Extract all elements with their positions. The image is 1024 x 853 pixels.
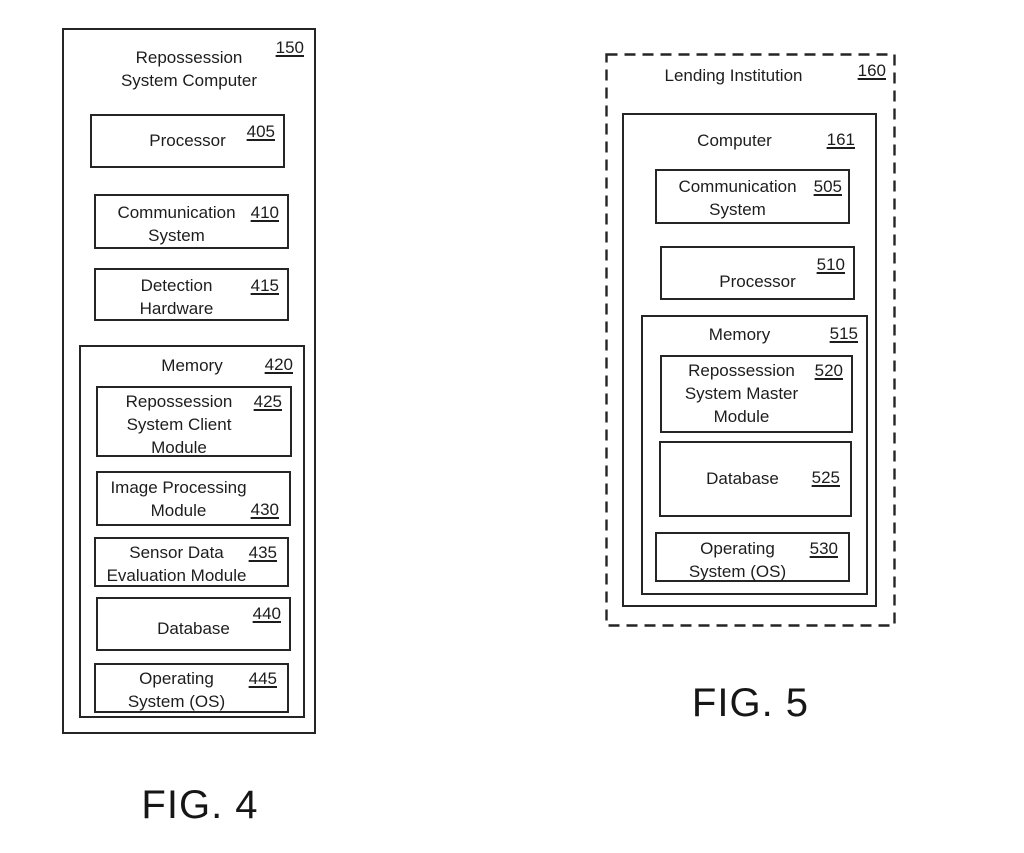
fig5-ref-515: 515: [829, 324, 858, 343]
fig5-processor-box: Processor 510: [660, 246, 855, 300]
fig5-memory-header: Memory: [643, 323, 866, 346]
fig4-database-box: Database 440: [96, 597, 291, 651]
fig4-communication-system-box: Communication System 410: [94, 194, 289, 249]
fig4-ref-445: 445: [248, 669, 277, 688]
fig4-memory-label: Memory: [161, 356, 223, 375]
fig5-ref-525: 525: [811, 468, 840, 487]
fig5-outer-box-label: Lending Institution: [664, 66, 803, 85]
fig4-ref-410: 410: [250, 203, 279, 222]
fig4-os-label: Operating System (OS): [127, 669, 226, 711]
fig4-detection-hardware-box: Detection Hardware 415: [94, 268, 289, 321]
fig5-processor-label: Processor: [719, 272, 796, 291]
dashed-border: [605, 53, 896, 627]
fig4-outer-box-title: Repossession System Computer: [64, 46, 314, 92]
fig4-repossession-system-client-module-box: Repossession System Client Module 425: [96, 386, 292, 457]
fig4-processor-label: Processor: [149, 131, 226, 150]
fig4-sensor-data-evaluation-module-box: Sensor Data Evaluation Module 435: [94, 537, 289, 587]
fig5-ref-161: 161: [826, 130, 855, 149]
fig4-operating-system-box: Operating System (OS) 445: [94, 663, 289, 713]
fig4-caption: FIG. 4: [141, 783, 259, 827]
fig5-database-box: Database 525: [659, 441, 852, 517]
fig5-ref-520: 520: [814, 361, 843, 380]
fig5-ref-160: 160: [857, 61, 886, 80]
fig5-ref-505: 505: [813, 177, 842, 196]
fig5-memory-label: Memory: [708, 325, 771, 344]
fig4-ref-420: 420: [264, 355, 293, 374]
fig4-detection-hardware-label: Detection Hardware: [139, 276, 214, 318]
fig4-ref-440: 440: [252, 604, 281, 623]
fig5-ref-510: 510: [816, 255, 845, 274]
fig4-database-label: Database: [157, 619, 230, 638]
fig4-memory-header: Memory: [81, 354, 303, 377]
fig4-image-processing-label: Image Processing Module: [110, 478, 247, 520]
fig4-ref-425: 425: [253, 392, 282, 411]
fig5-computer-box: Computer 161 Communication System 505 Pr…: [622, 113, 877, 607]
fig5-lending-institution-box: Lending Institution 160 Computer 161 Com…: [605, 53, 896, 627]
fig5-outer-box-title: Lending Institution: [605, 64, 896, 87]
fig4-ref-435: 435: [248, 543, 277, 562]
fig5-communication-system-box: Communication System 505: [655, 169, 850, 224]
fig5-database-label: Database: [706, 469, 779, 488]
fig5-computer-label: Computer: [697, 131, 772, 150]
fig5-operating-system-box: Operating System (OS) 530: [655, 532, 850, 582]
fig5-ref-530: 530: [809, 539, 838, 558]
fig4-image-processing-module-box: Image Processing Module 430: [96, 471, 291, 526]
fig4-repossession-system-computer-box: Repossession System Computer 150 Process…: [62, 28, 316, 734]
fig5-memory-box: Memory 515 Repossession System Master Mo…: [641, 315, 868, 595]
fig4-processor-box: Processor 405: [90, 114, 285, 168]
fig5-computer-header: Computer: [624, 129, 875, 152]
fig5-repossession-system-master-module-box: Repossession System Master Module 520: [660, 355, 853, 433]
fig4-sensor-eval-label: Sensor Data Evaluation Module: [106, 543, 247, 585]
fig4-communication-system-label: Communication System: [117, 203, 236, 245]
fig4-ref-415: 415: [250, 276, 279, 295]
fig5-os-label: Operating System (OS): [688, 539, 787, 581]
fig4-client-module-label: Repossession System Client Module: [125, 392, 233, 457]
fig5-caption: FIG. 5: [691, 681, 810, 725]
fig4-ref-430: 430: [250, 500, 279, 519]
fig4-memory-box: Memory 420 Repossession System Client Mo…: [79, 345, 305, 718]
fig5-master-module-label: Repossession System Master Module: [684, 361, 799, 426]
fig4-outer-box-label: Repossession System Computer: [120, 48, 258, 90]
fig4-ref-405: 405: [246, 122, 275, 141]
fig4-ref-150: 150: [275, 38, 304, 57]
fig5-communication-system-label: Communication System: [678, 177, 797, 219]
